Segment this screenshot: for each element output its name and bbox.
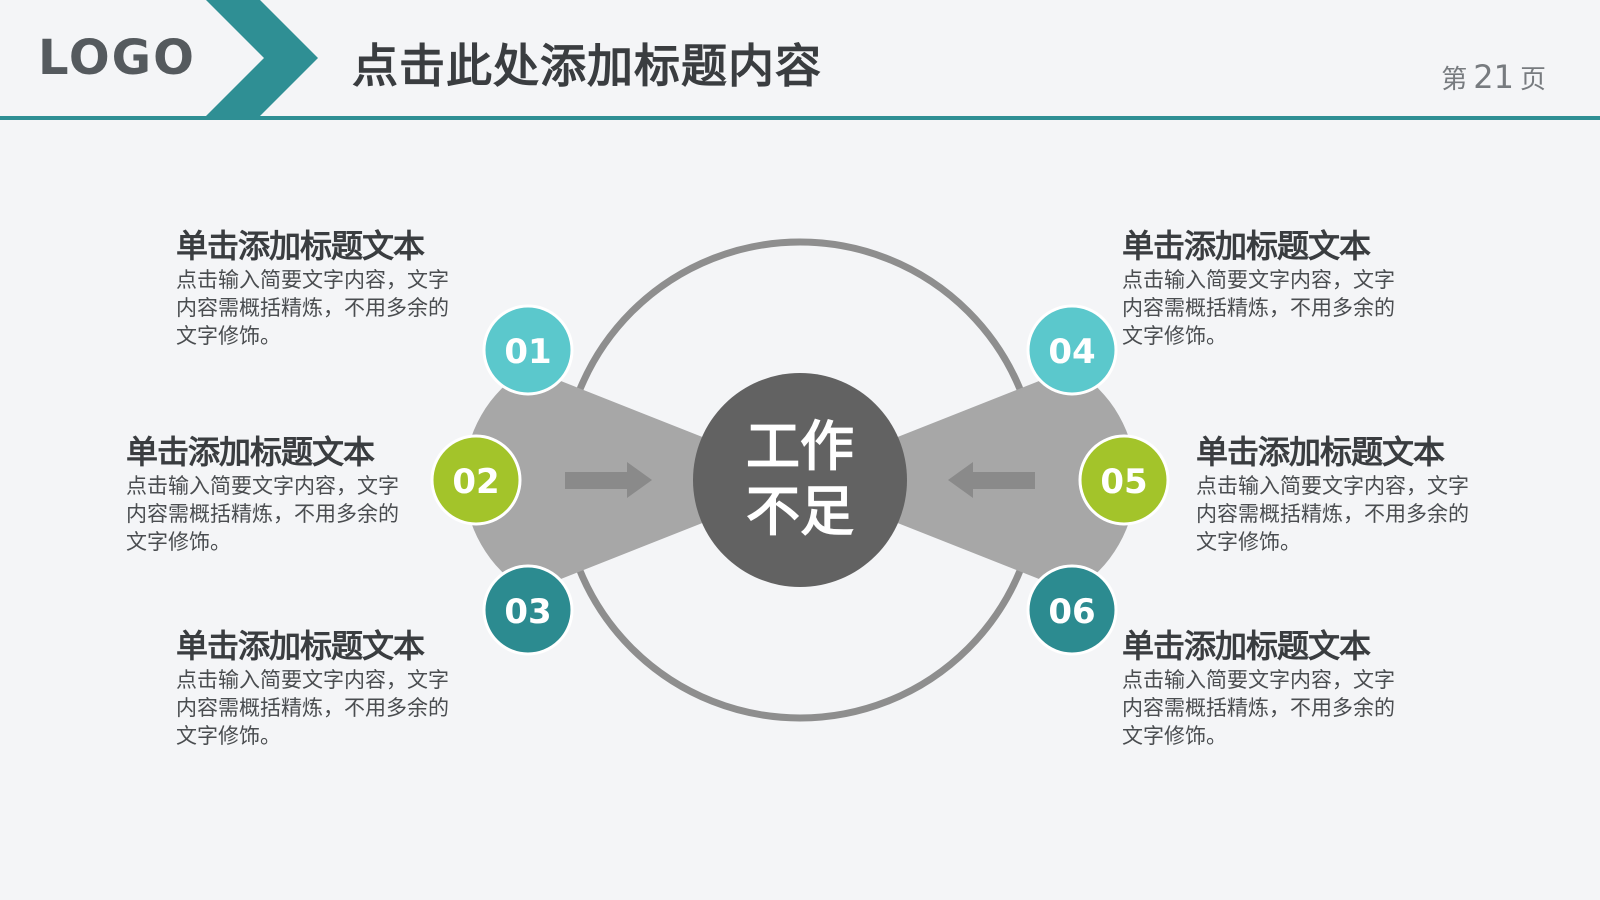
badge-04-label: 04 bbox=[1048, 332, 1095, 372]
item-01-text: 单击添加标题文本 点击输入简要文字内容，文字内容需概括精炼，不用多余的文字修饰。 bbox=[176, 226, 466, 350]
badge-03-label: 03 bbox=[504, 592, 551, 632]
item-04-title: 单击添加标题文本 bbox=[1122, 227, 1371, 265]
item-03-text: 单击添加标题文本 点击输入简要文字内容，文字内容需概括精炼，不用多余的文字修饰。 bbox=[176, 626, 466, 750]
item-05-text: 单击添加标题文本 点击输入简要文字内容，文字内容需概括精炼，不用多余的文字修饰。 bbox=[1196, 432, 1486, 556]
item-06-text: 单击添加标题文本 点击输入简要文字内容，文字内容需概括精炼，不用多余的文字修饰。 bbox=[1122, 626, 1412, 750]
page-number: 21 bbox=[1473, 58, 1514, 96]
page-title: 点击此处添加标题内容 bbox=[352, 39, 822, 93]
item-01-desc: 点击输入简要文字内容，文字内容需概括精炼，不用多余的文字修饰。 bbox=[176, 268, 449, 348]
badge-02-label: 02 bbox=[452, 462, 499, 502]
item-05-title: 单击添加标题文本 bbox=[1196, 433, 1445, 471]
badge-05-label: 05 bbox=[1100, 462, 1147, 502]
badge-06: 06 bbox=[1026, 564, 1118, 656]
badge-03: 03 bbox=[482, 564, 574, 656]
badge-01-label: 01 bbox=[504, 332, 551, 372]
item-06-title: 单击添加标题文本 bbox=[1122, 627, 1371, 665]
header-divider bbox=[0, 116, 1600, 120]
center-label-line2: 不足 bbox=[746, 480, 854, 543]
item-05-desc: 点击输入简要文字内容，文字内容需概括精炼，不用多余的文字修饰。 bbox=[1196, 474, 1469, 554]
badge-01: 01 bbox=[482, 304, 574, 396]
item-02-text: 单击添加标题文本 点击输入简要文字内容，文字内容需概括精炼，不用多余的文字修饰。 bbox=[126, 432, 416, 556]
item-06-desc: 点击输入简要文字内容，文字内容需概括精炼，不用多余的文字修饰。 bbox=[1122, 668, 1395, 748]
page-suffix: 页 bbox=[1519, 65, 1546, 95]
center-label-line1: 工作 bbox=[746, 415, 854, 478]
badge-02: 02 bbox=[430, 434, 522, 526]
item-02-title: 单击添加标题文本 bbox=[126, 433, 375, 471]
item-03-title: 单击添加标题文本 bbox=[176, 627, 425, 665]
item-02-desc: 点击输入简要文字内容，文字内容需概括精炼，不用多余的文字修饰。 bbox=[126, 474, 399, 554]
logo: LOGO bbox=[38, 30, 196, 86]
page-prefix: 第 bbox=[1441, 65, 1468, 95]
item-01-title: 单击添加标题文本 bbox=[176, 227, 425, 265]
item-03-desc: 点击输入简要文字内容，文字内容需概括精炼，不用多余的文字修饰。 bbox=[176, 668, 449, 748]
badge-05: 05 bbox=[1078, 434, 1170, 526]
chevron-decoration bbox=[206, 0, 318, 116]
badge-04: 04 bbox=[1026, 304, 1118, 396]
item-04-text: 单击添加标题文本 点击输入简要文字内容，文字内容需概括精炼，不用多余的文字修饰。 bbox=[1122, 226, 1412, 350]
item-04-desc: 点击输入简要文字内容，文字内容需概括精炼，不用多余的文字修饰。 bbox=[1122, 268, 1395, 348]
arrow-right-icon bbox=[565, 462, 652, 498]
badge-06-label: 06 bbox=[1048, 592, 1095, 632]
arrow-left-icon bbox=[948, 462, 1035, 498]
center-hub bbox=[693, 373, 907, 587]
